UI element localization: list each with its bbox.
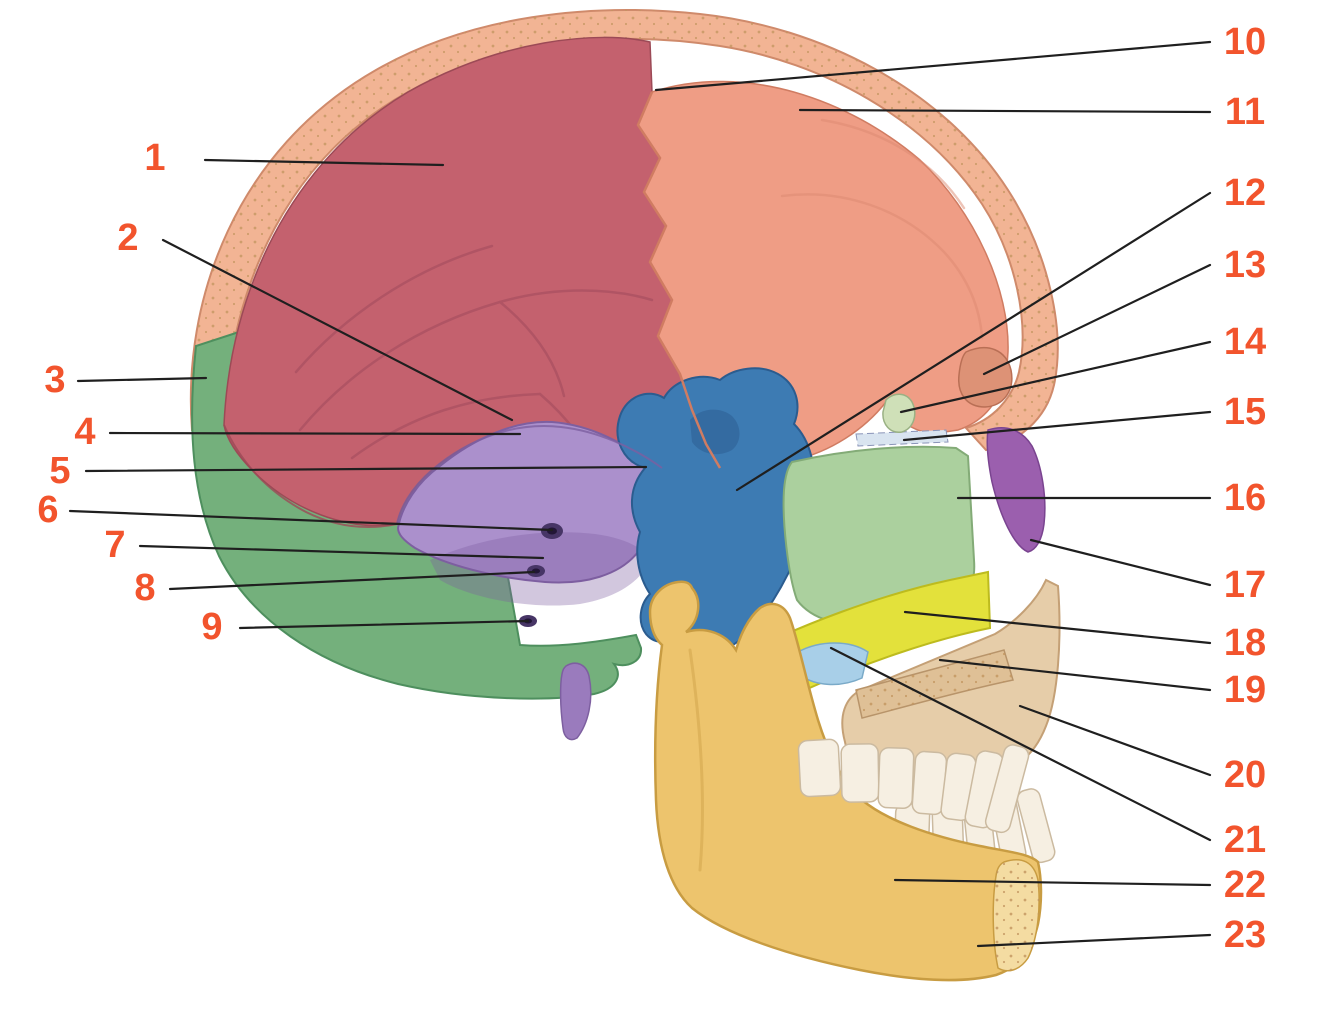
mandible-chin-cut-texture [993, 859, 1040, 971]
label-20: 20 [1223, 754, 1267, 796]
leader-line-3 [76, 376, 208, 383]
label-9: 9 [201, 606, 223, 648]
lambdoid-suture [223, 424, 398, 529]
sella-turcica [690, 409, 740, 455]
squamous-suture [396, 425, 663, 525]
label-15: 15 [1223, 391, 1267, 433]
label-13: 13 [1223, 244, 1267, 286]
leader-line-4 [108, 431, 522, 436]
label-12: 12 [1223, 172, 1267, 214]
frontal-sinus [958, 347, 1013, 408]
label-6: 6 [37, 489, 59, 531]
leader-line-15 [902, 410, 1212, 442]
leader-line-19 [938, 658, 1212, 692]
upper-teeth [797, 738, 1030, 834]
label-7: 7 [104, 524, 126, 566]
styloid-process [559, 662, 592, 741]
leader-line-23 [976, 933, 1212, 948]
leader-line-5 [84, 465, 648, 473]
cribriform-plate [855, 429, 949, 447]
leader-line-14 [899, 340, 1212, 414]
label-18: 18 [1223, 622, 1267, 664]
label-23: 23 [1223, 914, 1267, 956]
label-4: 4 [74, 411, 96, 453]
leader-line-22 [893, 878, 1212, 887]
label-17: 17 [1223, 564, 1267, 606]
label-5: 5 [49, 450, 71, 492]
leader-line-11 [798, 108, 1212, 114]
label-21: 21 [1223, 819, 1267, 861]
label-11: 11 [1224, 91, 1266, 133]
frontal-vein-grooves [780, 118, 984, 340]
leader-line-7 [138, 544, 545, 560]
leader-line-6 [68, 509, 554, 532]
leader-line-20 [1018, 704, 1212, 777]
crista-galli [882, 393, 916, 433]
leader-line-10 [654, 40, 1212, 92]
label-22: 22 [1223, 864, 1267, 906]
hard-palate-texture [856, 650, 1013, 718]
palatine-region [797, 642, 869, 686]
label-2: 2 [117, 217, 139, 259]
label-19: 19 [1223, 669, 1267, 711]
leader-line-17 [1029, 538, 1212, 587]
leader-line-12 [735, 191, 1212, 492]
leader-line-13 [982, 263, 1212, 376]
leader-line-1 [203, 158, 445, 167]
label-8: 8 [134, 567, 156, 609]
coronal-suture [636, 91, 722, 469]
leader-line-18 [903, 610, 1212, 645]
leader-line-21 [829, 646, 1212, 842]
leader-line-9 [238, 619, 530, 630]
label-14: 14 [1223, 321, 1267, 363]
leader-line-2 [161, 238, 514, 422]
leader-lines [68, 40, 1212, 948]
leader-line-8 [168, 570, 536, 591]
label-1: 1 [144, 137, 166, 179]
label-10: 10 [1223, 21, 1267, 63]
nasal-bone-region [986, 426, 1046, 553]
mandible-ramus-shade [688, 648, 704, 872]
label-16: 16 [1223, 477, 1267, 519]
label-3: 3 [44, 359, 66, 401]
